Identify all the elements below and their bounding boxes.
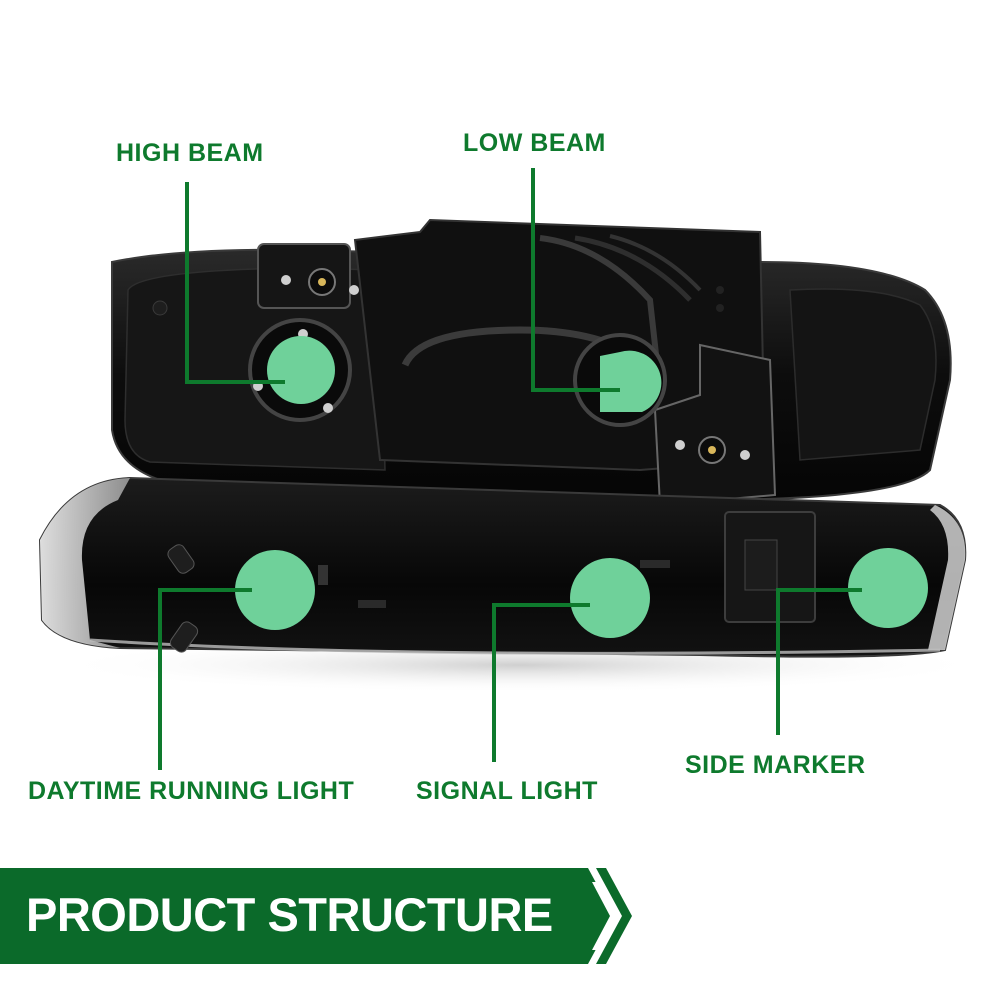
drl-cap: [235, 550, 315, 630]
side-marker-leader: [776, 588, 862, 735]
label-side-marker: SIDE MARKER: [685, 751, 866, 779]
drl-leader: [158, 588, 252, 770]
headlight-housing: [111, 218, 952, 507]
banner-chevron-shape: [0, 868, 632, 964]
label-signal-light: SIGNAL LIGHT: [416, 777, 598, 805]
label-daytime-running-light: DAYTIME RUNNING LIGHT: [28, 777, 355, 805]
label-low-beam: LOW BEAM: [463, 129, 606, 157]
high-beam-cap: [267, 336, 335, 404]
low-beam-cap: [600, 350, 662, 412]
low-beam-leader: [531, 168, 620, 392]
product-structure-banner: PRODUCT STRUCTURE: [0, 868, 632, 964]
signal-light-leader: [492, 603, 590, 762]
high-beam-leader: [185, 182, 285, 384]
side-marker-cap: [848, 548, 928, 628]
bumper-light-housing: [38, 476, 967, 658]
banner-title: PRODUCT STRUCTURE: [26, 888, 553, 941]
signal-light-cap: [570, 558, 650, 638]
label-high-beam: HIGH BEAM: [116, 139, 264, 167]
